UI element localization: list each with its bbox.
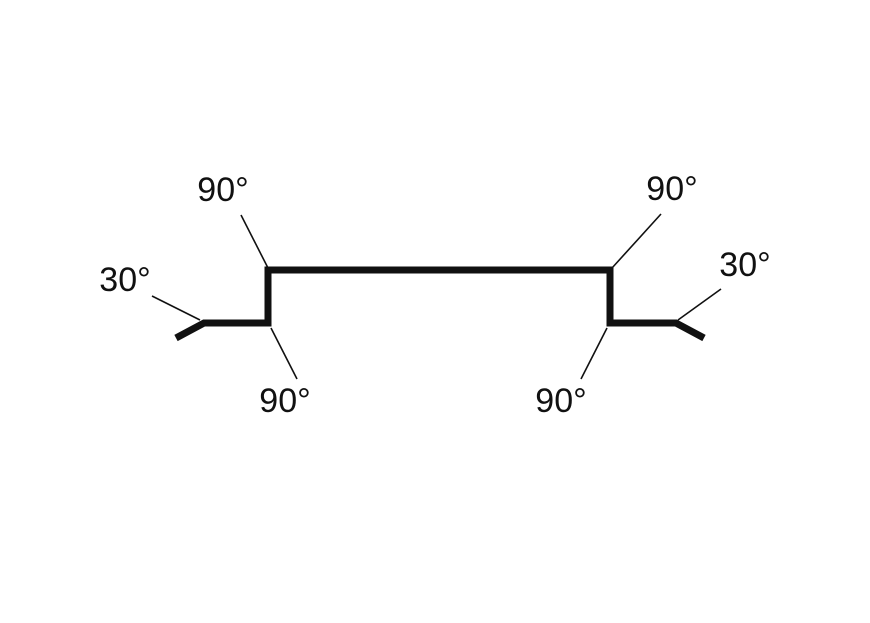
angle-label-outer-right: 30° xyxy=(719,246,770,284)
leader-line-bottom-left xyxy=(270,327,298,380)
leader-line-top-right xyxy=(611,213,662,269)
angle-label-top-left: 90° xyxy=(197,171,248,209)
angle-label-top-right: 90° xyxy=(646,170,697,208)
leader-line-outer-left xyxy=(151,295,201,321)
leader-line-outer-right xyxy=(677,288,722,321)
angle-label-bottom-left: 90° xyxy=(259,382,310,420)
angle-label-outer-left: 30° xyxy=(99,261,150,299)
profile-outline xyxy=(174,266,706,342)
leader-line-bottom-right xyxy=(580,327,608,380)
leader-line-top-left xyxy=(240,214,269,269)
angle-label-bottom-right: 90° xyxy=(535,382,586,420)
